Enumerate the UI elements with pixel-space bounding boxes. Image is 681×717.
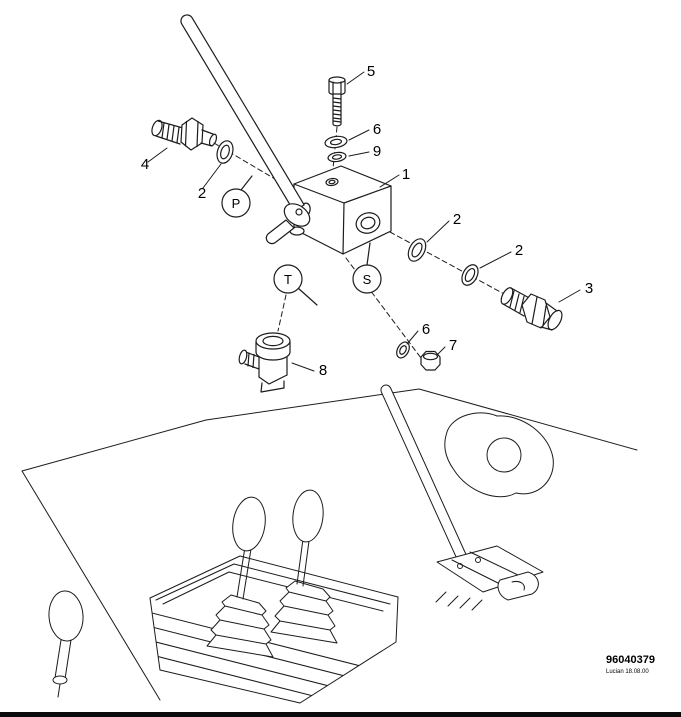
port-label-s: S — [363, 272, 372, 287]
page-bottom-border — [0, 712, 681, 717]
joystick-boot-left — [206, 594, 274, 658]
knob-lever — [48, 590, 84, 698]
adapter-fitting-part4 — [151, 117, 218, 151]
callout-part3: 3 — [585, 280, 593, 297]
seal-washer-part2-right — [461, 264, 479, 286]
callout-part9: 9 — [373, 143, 381, 160]
port-label-p: P — [232, 196, 241, 211]
joystick-left — [232, 496, 266, 600]
control-console — [149, 555, 399, 704]
seal-ring-part9 — [327, 151, 347, 163]
port-circle-t — [273, 264, 303, 294]
cap-nut-part7 — [420, 350, 441, 371]
mounted-lever — [380, 384, 469, 563]
seal-washer-part2-left — [216, 140, 234, 164]
bolt-part5 — [328, 76, 346, 127]
port-circle-p — [221, 188, 251, 218]
washer-part6-lower — [396, 341, 410, 359]
port-markers — [221, 175, 382, 306]
callout-part6-upper: 6 — [373, 121, 381, 138]
callout-part8: 8 — [319, 362, 327, 379]
lifting-eye-bracket — [444, 412, 554, 498]
callout-part1: 1 — [402, 166, 410, 183]
valve-body-part1 — [293, 165, 392, 255]
plug-part3 — [500, 287, 563, 331]
callout-part4: 4 — [141, 156, 149, 173]
callout-part7: 7 — [449, 337, 457, 354]
washer-part6-upper — [324, 135, 348, 149]
joystick-right — [292, 489, 324, 587]
machine-context-sketch — [21, 384, 638, 704]
callout-part6-lower: 6 — [422, 321, 430, 338]
callout-part2-left: 2 — [198, 185, 206, 202]
figure-footer: 96040379 Lucian 18.08.00 — [606, 654, 655, 675]
callout-part2-middle: 2 — [453, 211, 461, 228]
port-label-t: T — [284, 272, 292, 287]
port-s-bore — [355, 212, 381, 234]
callout-labels: 1 2 2 2 3 4 5 6 6 7 8 9 — [141, 63, 593, 379]
lever-mount-bracket — [435, 545, 544, 611]
doc-number: 96040379 — [606, 654, 655, 666]
port-labels: P T S — [232, 196, 372, 287]
callout-part5: 5 — [367, 63, 375, 80]
callout-leader-lines — [147, 71, 581, 372]
port-circle-s — [352, 264, 382, 294]
valve-lever-handle — [180, 14, 311, 245]
callout-part2-right: 2 — [515, 242, 523, 259]
revision-note: Lucian 18.08.00 — [606, 669, 649, 675]
elbow-fitting-part8 — [238, 332, 291, 393]
seal-washer-part2-middle — [407, 238, 427, 262]
joystick-boot-right — [270, 580, 338, 644]
